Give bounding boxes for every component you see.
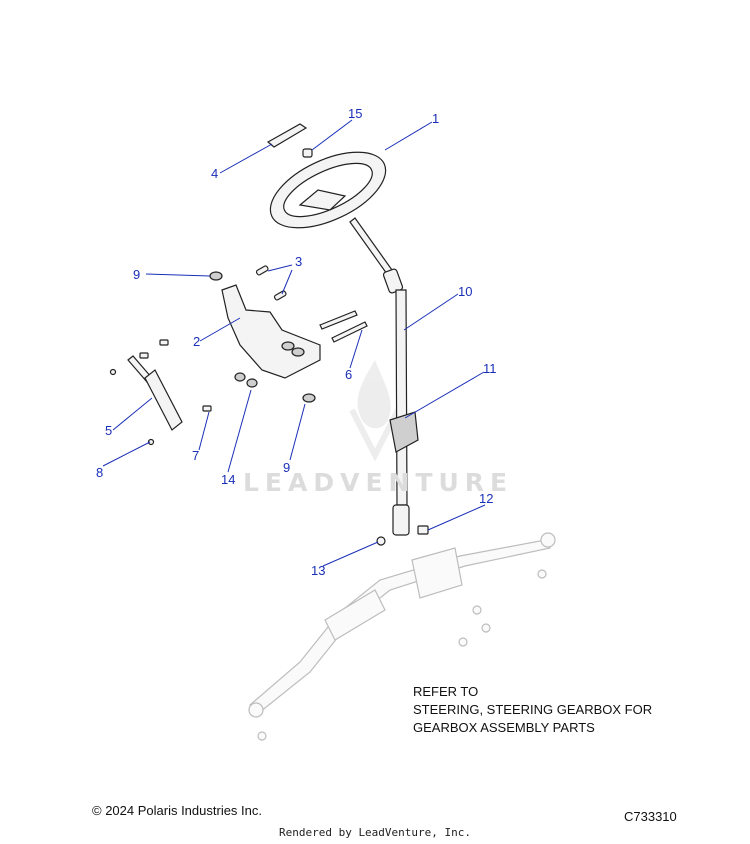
- callout-9a: 9: [133, 267, 140, 282]
- callout-11: 11: [483, 361, 497, 376]
- callout-2: 2: [193, 334, 200, 349]
- copyright: © 2024 Polaris Industries Inc.: [92, 803, 262, 818]
- bracket-bolts[interactable]: [319, 310, 368, 343]
- bracket-bushings[interactable]: [234, 372, 258, 388]
- bushing-top[interactable]: [209, 271, 223, 281]
- wheel-nut[interactable]: [302, 148, 313, 158]
- note-line-2: STEERING, STEERING GEARBOX FOR: [413, 702, 653, 717]
- callout-8: 8: [96, 465, 103, 480]
- bushing-bottom[interactable]: [302, 393, 316, 403]
- callout-9b: 9: [283, 460, 290, 475]
- callout-10: 10: [458, 284, 472, 299]
- callout-15: 15: [348, 106, 362, 121]
- pivot-pins[interactable]: [255, 265, 287, 301]
- shaft-boot[interactable]: [389, 411, 419, 453]
- wheel-cover[interactable]: [266, 123, 308, 148]
- tilt-bracket[interactable]: [221, 284, 321, 379]
- shaft-bolt[interactable]: [417, 525, 429, 535]
- callout-4: 4: [211, 166, 218, 181]
- callout-5: 5: [105, 423, 112, 438]
- callout-13: 13: [311, 563, 325, 578]
- steering-gearbox: [248, 532, 556, 741]
- rendered-by: Rendered by LeadVenture, Inc.: [278, 826, 472, 839]
- callouts: 1 2 3 4 5 6 7 8 9 9 10 11 12 13 14 15: [96, 106, 497, 578]
- callout-1: 1: [432, 111, 439, 126]
- shock-bolts[interactable]: [139, 339, 212, 412]
- callout-12: 12: [479, 491, 493, 506]
- leader-lines: [102, 119, 486, 567]
- diagram-code: C733310: [624, 809, 677, 824]
- watermark-logo: [349, 360, 401, 462]
- gas-shock[interactable]: [127, 355, 183, 431]
- watermark-text: LEADVENTURE: [243, 468, 514, 497]
- note-line-1: REFER TO: [413, 684, 479, 699]
- steering-wheel[interactable]: [259, 137, 397, 244]
- shaft-nut[interactable]: [376, 536, 386, 546]
- callout-3: 3: [295, 254, 302, 269]
- reference-note: REFER TO STEERING, STEERING GEARBOX FOR …: [413, 683, 652, 737]
- callout-7: 7: [192, 448, 199, 463]
- note-line-3: GEARBOX ASSEMBLY PARTS: [413, 720, 595, 735]
- callout-14: 14: [221, 472, 235, 487]
- shock-nuts[interactable]: [109, 368, 155, 446]
- callout-6: 6: [345, 367, 352, 382]
